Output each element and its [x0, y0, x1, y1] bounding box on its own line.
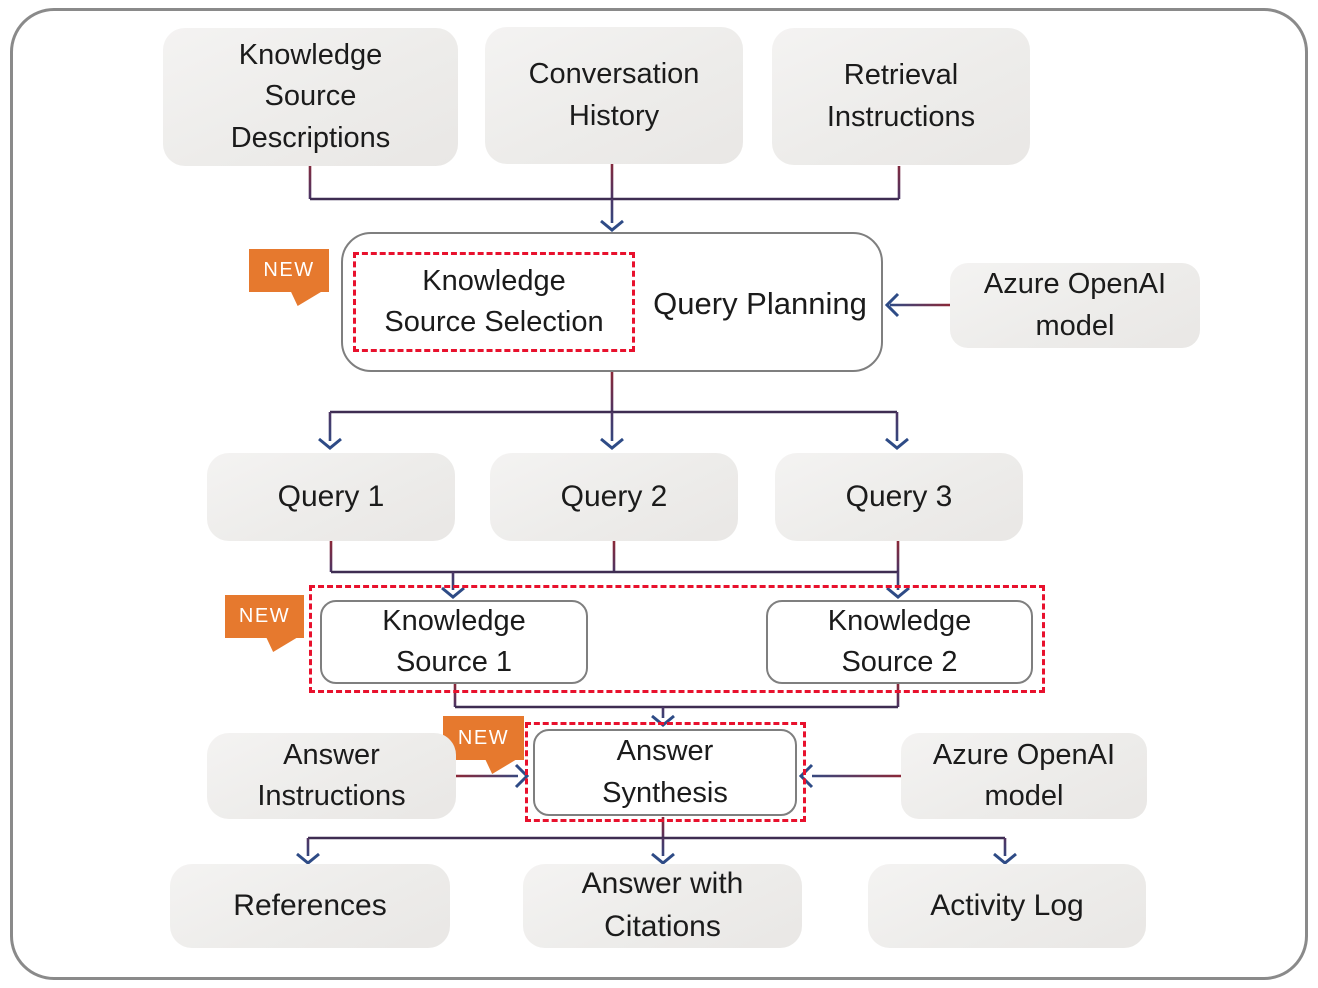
highlight-answer-synthesis — [525, 722, 806, 822]
node-knowledge-source-descriptions: Knowledge Source Descriptions — [163, 28, 458, 166]
node-query-3: Query 3 — [775, 453, 1023, 541]
node-retrieval-instructions: Retrieval Instructions — [772, 28, 1030, 165]
query-planning-label: Query Planning — [653, 285, 867, 321]
node-azure-openai-model-bottom: Azure OpenAI model — [901, 733, 1147, 819]
node-answer-instructions: Answer Instructions — [207, 733, 456, 819]
node-conversation-history: Conversation History — [485, 27, 743, 164]
new-badge-knowledge-sources: NEW — [225, 595, 304, 638]
node-knowledge-source-1: Knowledge Source 1 — [320, 600, 588, 684]
node-query-1: Query 1 — [207, 453, 455, 541]
highlight-knowledge-source-selection: Knowledge Source Selection — [353, 252, 635, 352]
new-badge-query-planning: NEW — [249, 249, 329, 292]
node-azure-openai-model-top: Azure OpenAI model — [950, 263, 1200, 348]
node-knowledge-source-2: Knowledge Source 2 — [766, 600, 1033, 684]
highlight-knowledge-sources-region — [309, 585, 1045, 693]
node-activity-log: Activity Log — [868, 864, 1146, 948]
node-answer-with-citations: Answer with Citations — [523, 864, 802, 948]
node-query-planning: Knowledge Source Selection Query Plannin… — [341, 232, 883, 372]
node-knowledge-source-selection: Knowledge Source Selection — [384, 264, 604, 338]
node-answer-synthesis: Answer Synthesis — [533, 729, 797, 816]
new-badge-answer-synthesis: NEW — [443, 716, 524, 760]
node-query-2: Query 2 — [490, 453, 738, 541]
node-references: References — [170, 864, 450, 948]
